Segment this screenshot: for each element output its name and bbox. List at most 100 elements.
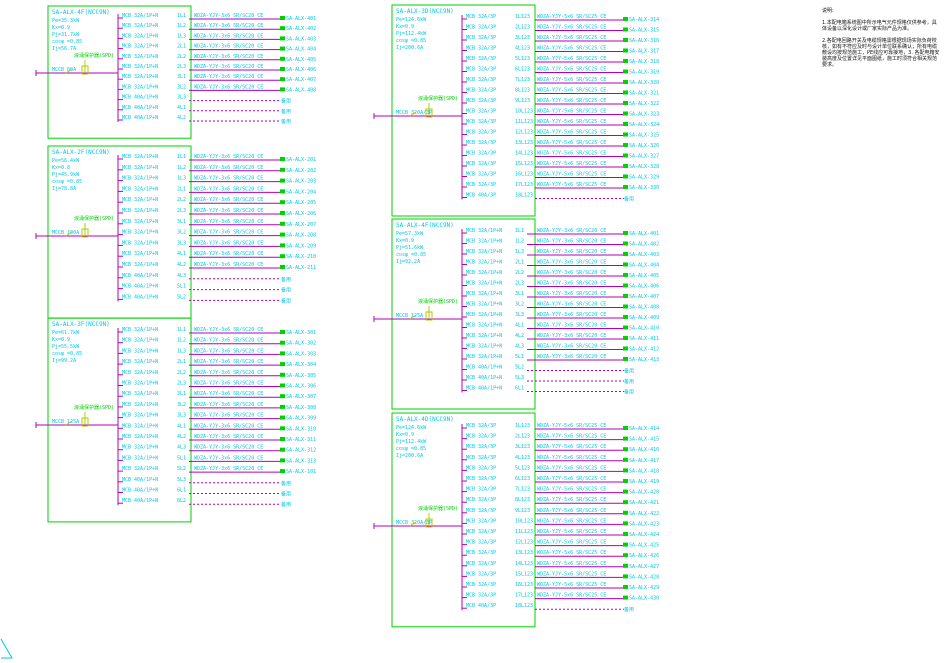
- circuit-phase-label: 5L1: [177, 284, 186, 290]
- circuit-cable-label: WDZA-YJY-5x6 SR/SC25 CE: [537, 444, 606, 450]
- circuit-phase-label: 1L2: [177, 165, 186, 171]
- circuit-destination-label: SA-ALX-422: [629, 511, 659, 517]
- circuit-cable-label: WDZA-YJY-5x6 SR/SC25 CE: [537, 161, 606, 167]
- circuit-phase-label: 5L2: [515, 365, 524, 371]
- circuit-breaker-label: MCB 32A/1P+N: [122, 338, 158, 344]
- circuit-breaker-label: MCB 40A/1P+N: [466, 365, 502, 371]
- circuit-cable-label: WDZA-YJY-3x6 SR/SC20 CE: [194, 219, 263, 225]
- circuit-breaker-label: MCB 32A/1P+N: [122, 165, 158, 171]
- circuit-destination-label: SA-ALX-424: [629, 532, 659, 538]
- circuit-breaker-label: MCB 32A/3P: [466, 140, 496, 146]
- load-terminal-marker: [623, 542, 628, 547]
- circuit-cable-label: WDZA-YJY-3x6 SR/SC20 CE: [194, 370, 263, 376]
- circuit-breaker-label: MCB 32A/3P: [466, 455, 496, 461]
- load-terminal-marker: [623, 468, 628, 473]
- circuit-phase-label: 2L2: [515, 270, 524, 276]
- circuit-cable-label: WDZA-YJY-3x6 SR/SC20 CE: [194, 74, 263, 80]
- spare-circuit-label: 备用: [281, 118, 291, 125]
- circuit-phase-label: 2L1: [177, 186, 186, 192]
- circuit-phase-label: 6L123: [515, 476, 530, 482]
- circuit-cable-label: WDZA-YJY-5x6 SR/SC25 CE: [537, 56, 606, 62]
- circuit-cable-label: WDZA-YJY-5x6 SR/SC25 CE: [537, 88, 606, 94]
- circuit-destination-label: SA-ALX-207: [286, 222, 316, 228]
- load-terminal-marker: [623, 38, 628, 42]
- circuit-breaker-label: MCB 32A/1P+N: [122, 240, 158, 246]
- circuit-cable-label: WDZA-YJY-5x6 SR/SC25 CE: [537, 130, 606, 136]
- box-parameter: Pj=55.5kW: [52, 344, 80, 350]
- load-terminal-marker: [623, 164, 628, 168]
- circuit-cable-label: WDZA-YJY-3x6 SR/SC20 CE: [194, 251, 263, 257]
- circuit-destination-label: SA-ALX-303: [286, 351, 316, 357]
- circuit-cable-label: WDZA-YJY-3x6 SR/SC20 CE: [194, 445, 263, 451]
- circuit-destination-label: SA-ALX-404: [629, 263, 659, 269]
- circuit-cable-label: WDZA-YJY-5x6 SR/SC25 CE: [537, 582, 606, 588]
- circuit-breaker-label: MCB 32A/1P+N: [466, 228, 502, 234]
- circuit-phase-label: 18L123: [515, 603, 533, 609]
- circuit-cable-label: WDZA-YJY-5x6 SR/SC25 CE: [537, 593, 606, 599]
- circuit-destination-label: SA-ALX-316: [629, 38, 659, 44]
- load-terminal-marker: [280, 351, 285, 356]
- circuit-destination-label: SA-ALX-411: [629, 336, 659, 342]
- circuit-cable-label: WDZA-YJY-3x6 SR/SC20 CE: [194, 64, 263, 70]
- circuit-breaker-label: MCB 32A/1P+N: [122, 391, 158, 397]
- circuit-breaker-label: MCB 32A/1P+N: [466, 249, 502, 255]
- load-terminal-marker: [623, 447, 628, 452]
- spd-label: 浪涌保护器(SPD): [418, 95, 458, 102]
- circuit-phase-label: 1L2: [515, 239, 524, 245]
- spare-circuit-label: 备用: [624, 196, 634, 203]
- load-terminal-marker: [623, 457, 628, 462]
- box-parameter: cosφ =0.85: [396, 252, 426, 258]
- circuit-breaker-label: MCB 32A/3P: [466, 56, 496, 62]
- load-terminal-marker: [280, 178, 285, 183]
- circuit-phase-label: 3L1: [177, 219, 186, 225]
- box-parameter: Pe=124.6kW: [396, 425, 427, 431]
- circuit-breaker-label: MCB 32A/1P+N: [122, 186, 158, 192]
- box-name: SA-ALX-2F(NCC9N): [52, 149, 110, 156]
- box-parameter: Kx=0.8: [52, 165, 70, 171]
- circuit-phase-label: 2L3: [177, 381, 186, 387]
- load-terminal-marker: [623, 436, 628, 441]
- circuit-cable-label: WDZA-YJY-5x6 SR/SC25 CE: [537, 434, 606, 440]
- circuit-breaker-label: MCB 40A/1P+N: [466, 375, 502, 381]
- circuit-cable-label: WDZA-YJY-5x6 SR/SC25 CE: [537, 508, 606, 514]
- circuit-cable-label: WDZA-YJY-3x6 SR/SC20 CE: [194, 13, 263, 19]
- circuit-breaker-label: MCB 40A/1P+N: [122, 105, 158, 111]
- circuit-cable-label: WDZA-YJY-3x6 SR/SC20 CE: [194, 434, 263, 440]
- circuit-phase-label: 5L2: [177, 466, 186, 472]
- distribution-box-4: SA-ALX-3D(NCC9N)Pe=124.6kWKx=0.9Pj=112.4…: [373, 4, 659, 217]
- circuit-cable-label: WDZA-YJY-3x6 SR/SC20 CE: [194, 466, 263, 472]
- spare-circuit-label: 备用: [281, 491, 291, 498]
- circuit-phase-label: 3L3: [177, 95, 186, 101]
- circuit-breaker-label: MCB 32A/3P: [466, 14, 496, 20]
- circuit-destination-label: SA-ALX-410: [629, 326, 659, 332]
- circuit-destination-label: SA-ALX-308: [286, 405, 316, 411]
- load-terminal-marker: [623, 111, 628, 116]
- box-parameter: Pj=112.4kW: [396, 31, 427, 37]
- circuit-breaker-label: MCB 32A/1P+N: [122, 84, 158, 90]
- circuit-breaker-label: MCB 32A/1P+N: [122, 402, 158, 408]
- load-terminal-marker: [280, 330, 285, 334]
- spd-label: 浪涌保护器(SPD): [74, 404, 114, 411]
- box-enclosure: [391, 4, 536, 217]
- circuit-cable-label: WDZA-YJY-3x6 SR/SC20 CE: [194, 230, 263, 236]
- circuit-phase-label: 5L3: [515, 375, 524, 381]
- box-parameter: Kx=0.9: [52, 25, 70, 31]
- circuit-breaker-label: MCB 32A/1P+N: [122, 381, 158, 387]
- circuit-breaker-label: MCB 32A/1P+N: [466, 323, 502, 329]
- load-terminal-marker: [280, 447, 285, 452]
- circuit-phase-label: 1L1: [515, 228, 524, 234]
